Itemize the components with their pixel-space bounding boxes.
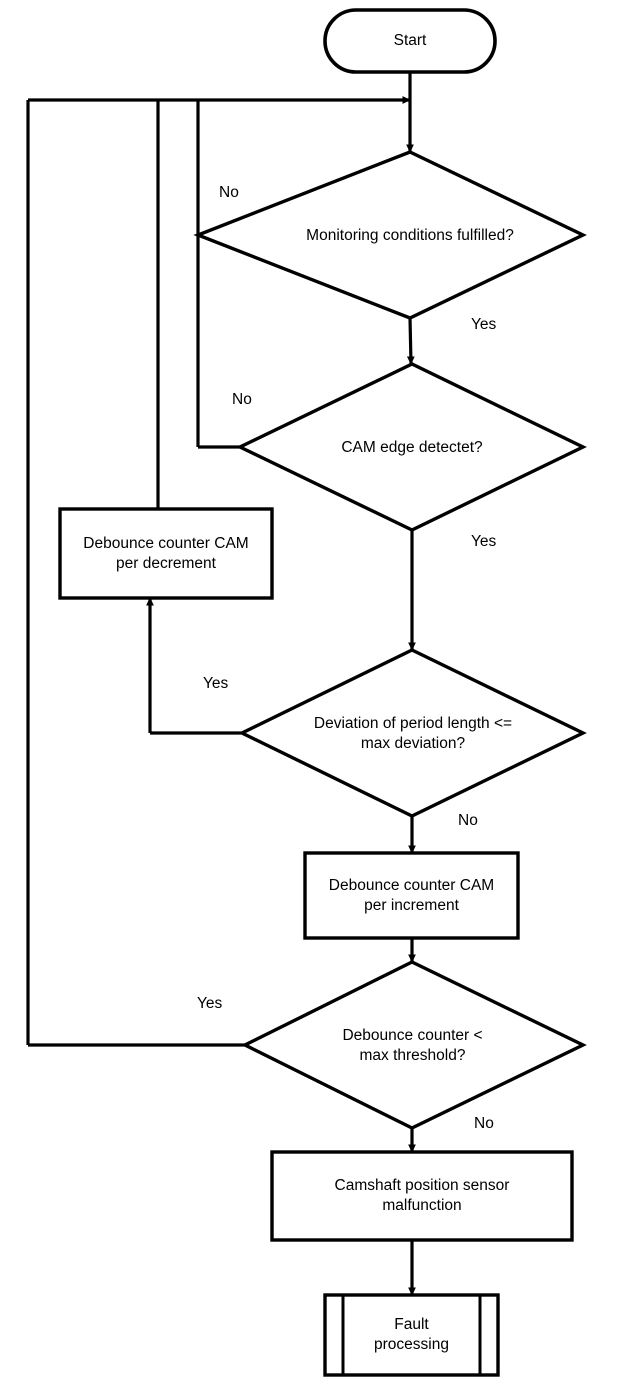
predefined-fault-shape xyxy=(323,1293,500,1377)
decision-cam-edge-node[interactable] xyxy=(240,364,583,530)
predefined-fault-node[interactable] xyxy=(325,1295,498,1375)
process-decrement-shape xyxy=(58,507,274,600)
start-node[interactable] xyxy=(325,10,495,72)
decision-deviation-node[interactable] xyxy=(242,650,583,816)
process-increment-node[interactable] xyxy=(305,853,518,938)
process-malfunction-shape xyxy=(270,1150,574,1242)
decision-threshold-node[interactable] xyxy=(245,962,583,1128)
edge-monitoring-yes-to-cam-edge xyxy=(406,317,415,365)
process-malfunction-node[interactable] xyxy=(272,1152,572,1240)
decision-monitoring-node[interactable] xyxy=(198,152,583,318)
process-decrement-node[interactable] xyxy=(60,509,272,598)
